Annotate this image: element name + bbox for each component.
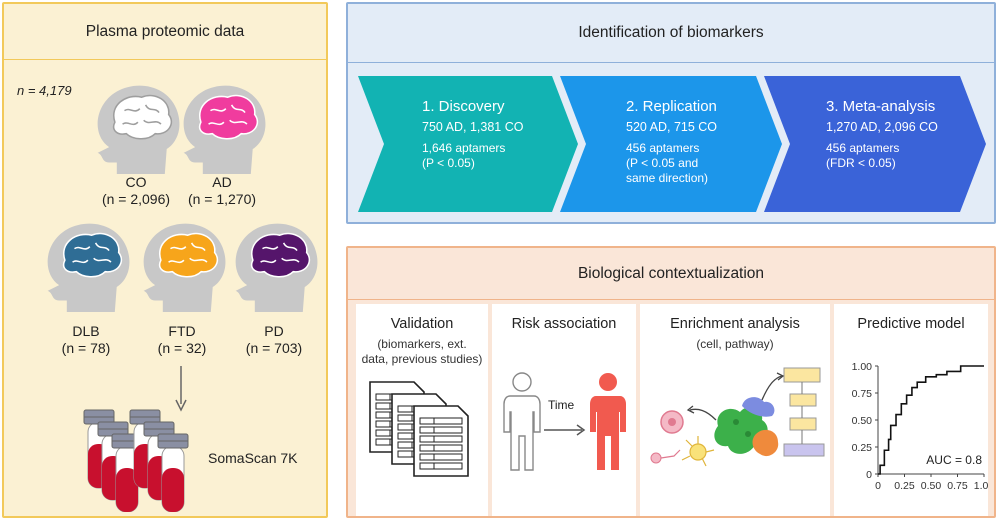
group-count-pd: (n = 703)	[245, 340, 303, 356]
predictive-model-title: Predictive model	[857, 316, 965, 332]
step-title-meta-analysis: 3. Meta-analysis	[826, 98, 936, 115]
validation-box: Validation (biomarkers, ext. data, previ…	[356, 304, 488, 516]
blood-tube-icon	[111, 433, 143, 512]
brain-head-icon-dlb	[47, 223, 130, 312]
step-title-discovery: 1. Discovery	[422, 98, 505, 115]
risk-illustration	[503, 372, 626, 471]
enrichment-title: Enrichment analysis	[670, 316, 800, 332]
x-tick-label: 0.25	[894, 480, 915, 492]
y-tick-label: 0.25	[852, 442, 873, 454]
protein-complex-icon	[714, 397, 779, 457]
brain-icon	[112, 94, 173, 140]
validation-sub-2: data, previous studies)	[361, 352, 483, 366]
cells-icon	[650, 410, 715, 467]
meta-analysis-chevron	[764, 76, 986, 212]
brain-head-icon-pd	[235, 223, 318, 312]
panel-title: Plasma proteomic data	[4, 4, 326, 60]
group-count-dlb: (n = 78)	[61, 340, 111, 356]
step-samples-replication: 520 AD, 715 CO	[626, 120, 718, 134]
enrichment-illustration	[650, 367, 825, 467]
replication-chevron	[560, 76, 782, 212]
group-label-dlb: DLB	[72, 323, 100, 339]
total-sample-count: n = 4,179	[17, 83, 72, 98]
step-line2-meta-analysis: (FDR < 0.05)	[826, 156, 896, 170]
y-tick-label: 0	[866, 469, 872, 481]
enrichment-box: Enrichment analysis (cell, pathway)	[640, 304, 830, 516]
step-title-replication: 2. Replication	[626, 98, 717, 115]
pipeline-chevrons	[358, 76, 986, 212]
x-tick-label: 0.50	[921, 480, 942, 492]
identification-panel: Identification of biomarkers 1. Discover…	[346, 2, 996, 224]
group-label-ad: AD	[212, 174, 232, 190]
plasma-proteomic-panel: Plasma proteomic data n = 4,179 CO (n = …	[2, 2, 328, 518]
step-line3-replication: same direction)	[626, 171, 709, 185]
step-samples-meta-analysis: 1,270 AD, 2,096 CO	[826, 120, 938, 134]
documents-icon	[369, 381, 469, 477]
discovery-chevron	[358, 76, 578, 212]
curved-arrow-icon	[689, 408, 717, 421]
x-tick-label: 0.75	[947, 480, 968, 492]
group-count-ad: (n = 1,270)	[187, 191, 257, 207]
panel-title: Identification of biomarkers	[348, 4, 994, 63]
validation-title: Validation	[390, 316, 454, 332]
enrichment-sub: (cell, pathway)	[696, 337, 774, 351]
group-label-co: CO	[125, 174, 147, 190]
roc-curve	[878, 365, 984, 475]
y-tick-label: 1.00	[852, 361, 873, 373]
down-arrow-icon	[175, 366, 187, 412]
step-samples-discovery: 750 AD, 1,381 CO	[422, 120, 524, 134]
risk-association-title: Risk association	[511, 316, 617, 332]
pathway-icon	[783, 367, 825, 457]
group-label-ftd: FTD	[168, 323, 196, 339]
blood-tubes-right-icon	[129, 409, 189, 512]
y-tick-label: 0.75	[852, 388, 873, 400]
time-label: Time	[548, 398, 575, 412]
validation-sub-1: (biomarkers, ext.	[377, 337, 467, 351]
y-tick-label: 0.50	[852, 415, 873, 427]
brain-head-icon-ftd	[143, 223, 226, 312]
step-line1-discovery: 1,646 aptamers	[422, 141, 506, 155]
group-count-ftd: (n = 32)	[157, 340, 207, 356]
risk-association-box: Risk association Time	[492, 304, 636, 516]
group-label-pd: PD	[264, 323, 284, 339]
blood-tube-icon	[157, 433, 189, 512]
blood-tubes-left-icon	[83, 409, 143, 512]
group-count-co: (n = 2,096)	[101, 191, 171, 207]
platform-label: SomaScan 7K	[208, 450, 298, 466]
panel-title: Biological contextualization	[348, 248, 994, 300]
brain-head-icon-ad	[183, 85, 266, 174]
step-line1-meta-analysis: 456 aptamers	[826, 141, 900, 155]
auc-label: AUC = 0.8	[926, 453, 982, 467]
person-healthy-icon	[503, 372, 541, 471]
step-line1-replication: 456 aptamers	[626, 141, 700, 155]
step-line2-replication: (P < 0.05 and	[626, 156, 699, 170]
step-line2-discovery: (P < 0.05)	[422, 156, 475, 170]
x-tick-label: 0	[875, 480, 881, 492]
person-affected-icon	[590, 373, 626, 470]
x-tick-label: 1.00	[974, 480, 988, 492]
document-icon	[413, 405, 469, 477]
brain-head-icon-co	[97, 85, 180, 174]
